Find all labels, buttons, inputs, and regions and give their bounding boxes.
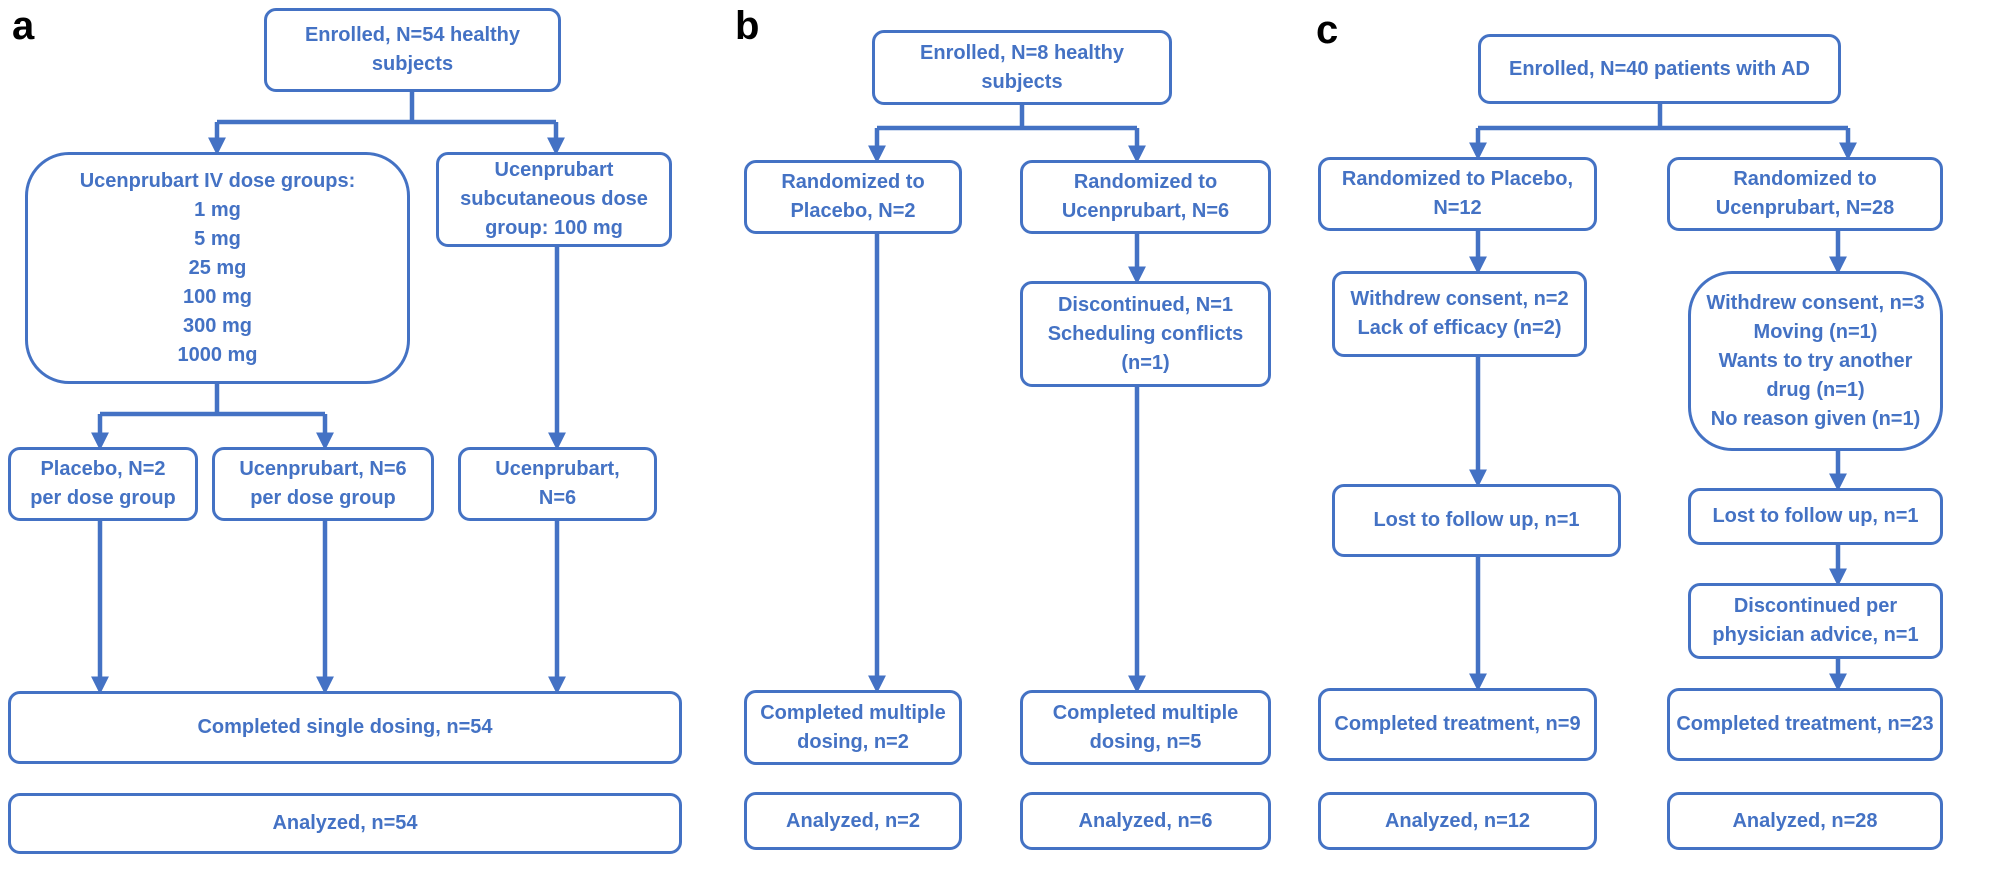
- box-text-line: N=12: [1433, 197, 1482, 219]
- box-text-line: physician advice, n=1: [1712, 624, 1919, 646]
- box-text-line: Enrolled, N=40 patients with AD: [1509, 57, 1810, 80]
- box-text-line: subjects: [981, 70, 1063, 93]
- box-text-line: subjects: [371, 53, 454, 75]
- panel-label-c: c: [1316, 8, 1339, 52]
- box-text-line: 5 mg: [194, 227, 241, 250]
- b-completed-placebo-box: Completed multiple dosing, n=2: [744, 690, 962, 765]
- a-subcutaneous-group-box: Ucenprubart subcutaneous dose group: 100 m…: [436, 152, 672, 247]
- c-lost-placebo-box: Lost to follow up, n=1: [1332, 484, 1621, 557]
- box-text-line: Discontinued per: [1733, 595, 1898, 617]
- a-placebo-box: Placebo, N=2 per dose group: [8, 447, 198, 521]
- box-text-line: Analyzed, n=28: [1732, 809, 1878, 832]
- box-text-line: Discontinued, N=1: [1057, 293, 1234, 316]
- box-text-line: Ucenprubart: [494, 159, 614, 181]
- box-text-line: per dose group: [30, 487, 176, 509]
- box-text-line: Randomized to: [1073, 171, 1218, 193]
- box-text-line: Completed multiple: [760, 701, 946, 724]
- box-text-line: Placebo, N=2: [40, 458, 166, 480]
- box-text-line: N=6: [538, 487, 577, 509]
- a-ucenprubart-iv-box: Ucenprubart, N=6 per dose group: [212, 447, 434, 521]
- box-text-line: dosing, n=2: [797, 730, 909, 753]
- box-text-line: Ucenprubart, N=28: [1715, 197, 1895, 219]
- b-randomized-ucenprubart-box: Randomized to Ucenprubart, N=6: [1020, 160, 1271, 234]
- a-completed-box: Completed single dosing, n=54: [8, 691, 682, 764]
- c-randomized-placebo-box: Randomized to Placebo, N=12: [1318, 157, 1597, 231]
- box-text-line: Ucenprubart, N=6: [239, 458, 407, 480]
- box-text-line: Moving (n=1): [1753, 320, 1878, 343]
- b-analyzed-placebo-box: Analyzed, n=2: [744, 792, 962, 850]
- c-lost-ucenprubart-box: Lost to follow up, n=1: [1688, 488, 1943, 545]
- box-text-line: Randomized to: [781, 171, 925, 193]
- box-text-line: Lack of efficacy (n=2): [1357, 317, 1562, 339]
- c-randomized-ucenprubart-box: Randomized to Ucenprubart, N=28: [1667, 157, 1943, 231]
- box-text-line: Completed multiple: [1052, 701, 1239, 724]
- box-text-line: Completed single dosing, n=54: [197, 716, 493, 738]
- box-text-line: (n=1): [1121, 351, 1170, 374]
- a-ucenprubart-sc-box: Ucenprubart, N=6: [458, 447, 657, 521]
- c-enrolled-box: Enrolled, N=40 patients with AD: [1478, 34, 1841, 104]
- box-text-line: Lost to follow up, n=1: [1712, 505, 1919, 527]
- panel-label-b: b: [735, 4, 760, 48]
- a-enrolled-box: Enrolled, N=54 healthy subjects: [264, 8, 561, 92]
- box-text-line: 25 mg: [188, 256, 247, 279]
- box-text-line: Completed treatment, n=9: [1334, 713, 1581, 735]
- box-text-line: Randomized to: [1733, 168, 1877, 190]
- b-completed-ucenprubart-box: Completed multiple dosing, n=5: [1020, 690, 1271, 765]
- box-text-line: Withdrew consent, n=3: [1706, 291, 1925, 314]
- box-text-line: 1 mg: [194, 198, 241, 221]
- box-text-line: Withdrew consent, n=2: [1350, 288, 1569, 310]
- box-text-line: Analyzed, n=12: [1384, 809, 1531, 832]
- b-analyzed-ucenprubart-box: Analyzed, n=6: [1020, 792, 1271, 850]
- c-completed-placebo-box: Completed treatment, n=9: [1318, 688, 1597, 761]
- box-text-line: Ucenprubart, N=6: [1061, 200, 1230, 222]
- c-discontinued-ucenprubart-box: Discontinued per physician advice, n=1: [1688, 583, 1943, 659]
- box-text-line: drug (n=1): [1766, 378, 1865, 401]
- box-text-line: subcutaneous dose: [460, 188, 648, 210]
- a-iv-dose-groups-box: Ucenprubart IV dose groups: 1 mg 5 mg 25 mg…: [25, 152, 410, 384]
- box-text-line: group: 100 mg: [485, 217, 623, 239]
- box-text-line: No reason given (n=1): [1710, 407, 1921, 430]
- box-text-line: per dose group: [250, 487, 396, 509]
- panel-label-a: a: [12, 4, 35, 48]
- box-text-line: Ucenprubart,: [495, 458, 620, 480]
- b-enrolled-box: Enrolled, N=8 healthy subjects: [872, 30, 1172, 105]
- box-text-line: Analyzed, n=54: [272, 812, 418, 834]
- box-text-line: Wants to try another: [1718, 349, 1913, 372]
- box-text-line: 300 mg: [183, 314, 252, 337]
- box-text-line: 1000 mg: [177, 343, 258, 366]
- box-text-line: 100 mg: [183, 285, 252, 308]
- a-analyzed-box: Analyzed, n=54: [8, 793, 682, 854]
- box-text-line: Completed treatment, n=23: [1676, 713, 1934, 735]
- box-text-line: Scheduling conflicts: [1047, 322, 1244, 345]
- box-text-line: dosing, n=5: [1089, 730, 1202, 753]
- box-text-line: Ucenprubart IV dose groups:: [79, 169, 356, 192]
- box-text-line: Randomized to Placebo,: [1341, 168, 1574, 190]
- box-text-line: Enrolled, N=8 healthy: [920, 41, 1124, 64]
- box-text-line: Placebo, N=2: [790, 200, 916, 222]
- box-text-line: Lost to follow up, n=1: [1373, 509, 1580, 531]
- box-text-line: Analyzed, n=6: [1078, 809, 1213, 832]
- c-analyzed-placebo-box: Analyzed, n=12: [1318, 792, 1597, 850]
- box-text-line: Enrolled, N=54 healthy: [304, 24, 521, 46]
- b-randomized-placebo-box: Randomized to Placebo, N=2: [744, 160, 962, 234]
- box-text-line: Analyzed, n=2: [786, 809, 920, 832]
- c-analyzed-ucenprubart-box: Analyzed, n=28: [1667, 792, 1943, 850]
- c-completed-ucenprubart-box: Completed treatment, n=23: [1667, 688, 1943, 761]
